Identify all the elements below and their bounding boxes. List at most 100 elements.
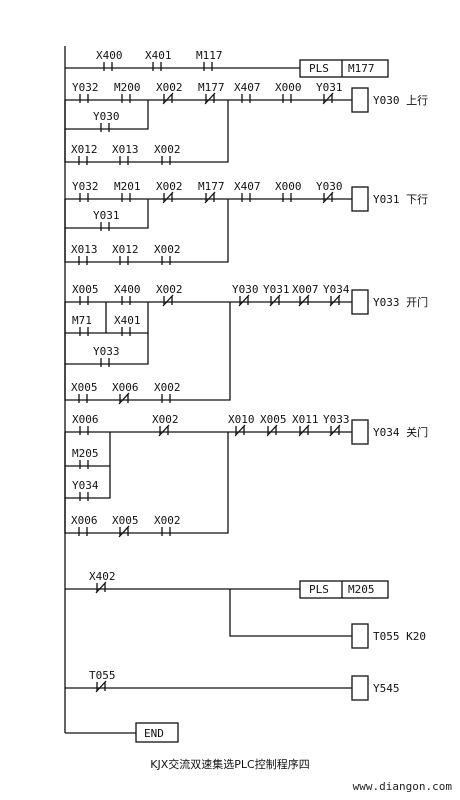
contact-no-x012: X012 — [112, 243, 139, 256]
contact-no-m200: M200 — [114, 81, 141, 94]
contact-nc-slash — [95, 680, 107, 693]
contact-nc-slash — [234, 424, 246, 437]
contact-no-x005: X005 — [71, 381, 98, 394]
contact-no-y032: Y032 — [72, 81, 99, 94]
contact-nc-slash — [266, 424, 278, 437]
contact-no-x407: X407 — [234, 180, 261, 193]
contact-nc-slash — [238, 294, 250, 307]
wire — [64, 333, 149, 365]
contact-nc-slash — [322, 92, 334, 105]
contact-no-y034: Y034 — [72, 479, 99, 492]
coil-label-y034: Y034 关门 — [373, 425, 428, 439]
contact-no-y032: Y032 — [72, 180, 99, 193]
contact-no-x400: X400 — [96, 49, 123, 62]
wire — [229, 589, 352, 637]
contact-nc-m177: M177 — [198, 81, 225, 94]
output-coil — [351, 419, 369, 445]
function-op-pls: PLS — [309, 62, 329, 75]
contact-nc-y031: Y031 — [263, 283, 290, 296]
contact-no-y033: Y033 — [93, 345, 120, 358]
function-operand-m177: M177 — [348, 62, 375, 75]
coil-label-y031: Y031 下行 — [373, 193, 428, 206]
contact-nc-x402: X402 — [89, 570, 116, 583]
wire — [64, 432, 229, 534]
contact-nc-slash — [204, 92, 216, 105]
function-box — [299, 59, 389, 78]
output-coil — [351, 87, 369, 113]
coil-label-y030: Y030 上行 — [373, 94, 428, 107]
contact-no-y031: Y031 — [93, 209, 120, 222]
contact-nc-x010: X010 — [228, 413, 255, 426]
contact-no-m201: M201 — [114, 180, 141, 193]
contact-nc-slash — [298, 294, 310, 307]
contact-nc-y033: Y033 — [323, 413, 350, 426]
contact-no-x000: X000 — [275, 180, 302, 193]
contact-no-y030: Y030 — [93, 110, 120, 123]
contact-nc-x005: X005 — [112, 514, 139, 527]
contact-nc-y031: Y031 — [316, 81, 343, 94]
contact-no-x002: X002 — [154, 143, 181, 156]
contact-no-x401: X401 — [145, 49, 172, 62]
contact-nc-t055: T055 — [89, 669, 116, 682]
contact-nc-slash — [162, 92, 174, 105]
contact-nc-slash — [118, 525, 130, 538]
contact-nc-slash — [162, 294, 174, 307]
contact-nc-slash — [162, 191, 174, 204]
contact-no-m71: M71 — [72, 314, 92, 327]
contact-nc-x007: X007 — [292, 283, 319, 296]
contact-nc-slash — [329, 294, 341, 307]
contact-nc-slash — [269, 294, 281, 307]
contact-nc-y030: Y030 — [232, 283, 259, 296]
contact-no-x002: X002 — [154, 514, 181, 527]
contact-nc-slash — [329, 424, 341, 437]
function-box — [299, 580, 389, 599]
contact-nc-slash — [158, 424, 170, 437]
contact-nc-m177: M177 — [198, 180, 225, 193]
contact-no-x002: X002 — [154, 243, 181, 256]
contact-no-x006: X006 — [72, 413, 99, 426]
diagram-caption: KJX交流双速集选PLC控制程序四 — [150, 758, 310, 771]
contact-nc-slash — [95, 581, 107, 594]
watermark: www.diangon.com — [352, 780, 452, 793]
contact-no-m117: M117 — [196, 49, 223, 62]
output-coil — [351, 186, 369, 212]
end-box — [135, 722, 179, 743]
coil-label-y545: Y545 — [373, 682, 400, 695]
contact-nc-slash — [298, 424, 310, 437]
contact-nc-slash — [118, 392, 130, 405]
contact-nc-x002: X002 — [156, 81, 183, 94]
end-label: END — [144, 727, 164, 740]
contact-no-x013: X013 — [112, 143, 139, 156]
contact-no-x401: X401 — [114, 314, 141, 327]
contact-no-x006: X006 — [71, 514, 98, 527]
contact-nc-y030: Y030 — [316, 180, 343, 193]
coil-label-t055: T055 K20 — [373, 630, 426, 643]
function-operand-m205: M205 — [348, 583, 375, 596]
wire — [64, 199, 149, 229]
output-coil — [351, 623, 369, 649]
contact-nc-y034: Y034 — [323, 283, 350, 296]
wire — [64, 100, 229, 163]
wire — [64, 199, 229, 263]
contact-no-x013: X013 — [71, 243, 98, 256]
contact-nc-slash — [322, 191, 334, 204]
contact-no-x400: X400 — [114, 283, 141, 296]
contact-no-x000: X000 — [275, 81, 302, 94]
output-coil — [351, 289, 369, 315]
function-op-pls: PLS — [309, 583, 329, 596]
contact-no-m205: M205 — [72, 447, 99, 460]
contact-no-x005: X005 — [72, 283, 99, 296]
contact-nc-slash — [204, 191, 216, 204]
output-coil — [351, 675, 369, 701]
contact-no-x002: X002 — [154, 381, 181, 394]
contact-nc-x011: X011 — [292, 413, 319, 426]
contact-nc-x002: X002 — [152, 413, 179, 426]
wire — [64, 302, 231, 401]
contact-no-x012: X012 — [71, 143, 98, 156]
contact-no-x407: X407 — [234, 81, 261, 94]
contact-nc-x002: X002 — [156, 283, 183, 296]
coil-label-y033: Y033 开门 — [373, 295, 428, 309]
contact-nc-x002: X002 — [156, 180, 183, 193]
contact-nc-x006: X006 — [112, 381, 139, 394]
